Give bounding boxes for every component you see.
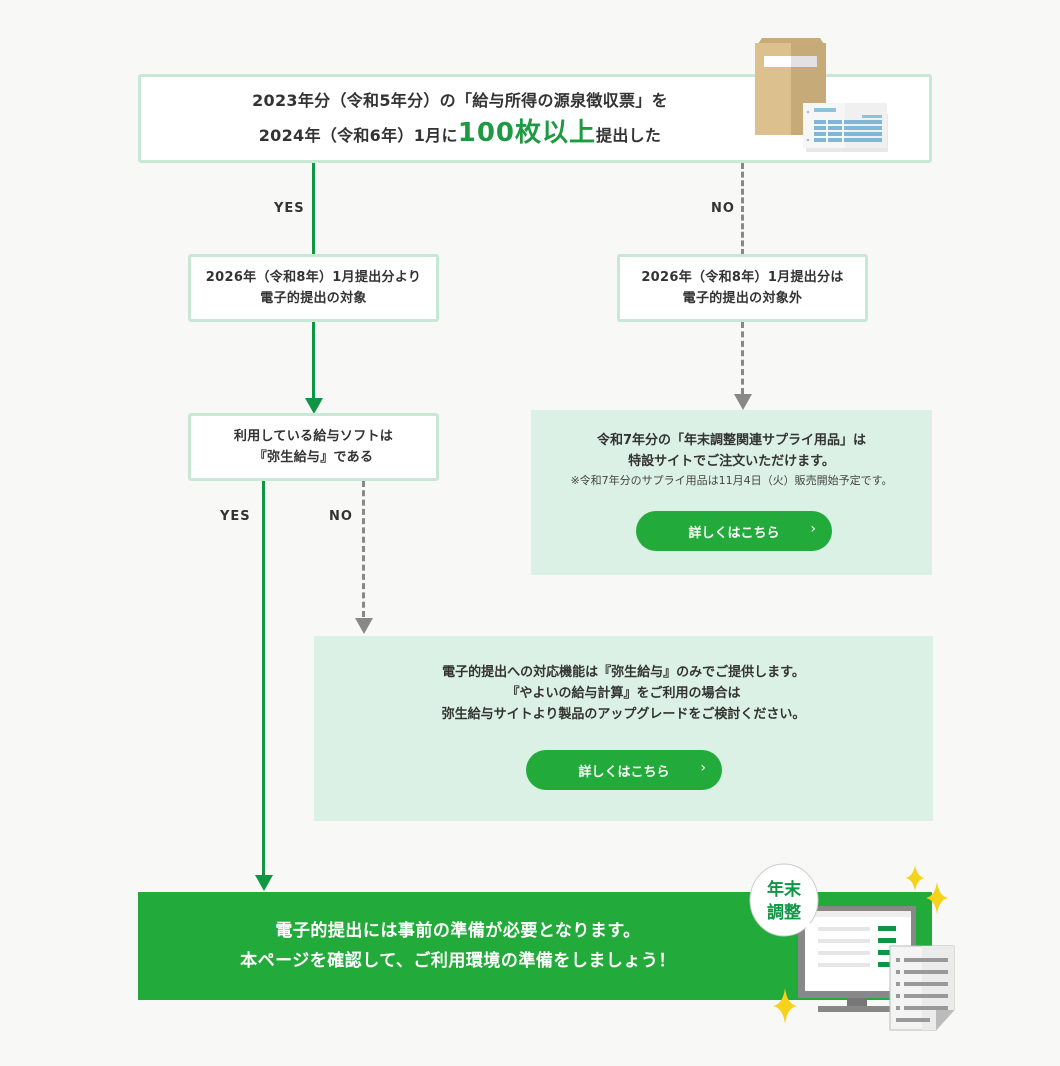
- top-question-line2-prefix: 2024年（令和6年）1月に: [258, 126, 458, 145]
- no-result-line1: 2026年（令和8年）1月提出分は: [641, 270, 844, 285]
- upgrade-details-button-label: 詳しくはこちら: [578, 764, 670, 780]
- yes-connector-1: [312, 163, 315, 255]
- top-question-line2-suffix: 提出した: [596, 126, 662, 145]
- no-result-box: 2026年（令和8年）1月提出分は 電子的提出の対象外: [617, 254, 868, 322]
- chevron-right-icon: ›: [700, 760, 706, 776]
- chevron-right-icon: ›: [810, 521, 816, 537]
- top-question-line1: 2023年分（令和5年分）の「給与所得の源泉徴収票」を: [252, 91, 668, 110]
- no-connector-1: [741, 163, 744, 255]
- supply-panel-line2: 特設サイトでご注文いただけます。: [628, 454, 835, 469]
- software-question-line1: 利用している給与ソフトは: [233, 429, 394, 444]
- yes-connector-2: [262, 481, 265, 877]
- supply-panel-line1: 令和7年分の「年末調整関連サプライ用品」は: [596, 433, 867, 448]
- supply-details-button[interactable]: 詳しくはこちら ›: [636, 511, 832, 551]
- upgrade-panel: 電子的提出への対応機能は『弥生給与』のみでご提供します。 『やよいの給与計算』を…: [314, 636, 933, 821]
- upgrade-panel-line2: 『やよいの給与計算』をご利用の場合は: [506, 686, 741, 701]
- yes-result-line1: 2026年（令和8年）1月提出分より: [205, 270, 422, 285]
- bubble-line1: 年末: [767, 879, 802, 900]
- yes-result-box: 2026年（令和8年）1月提出分より 電子的提出の対象: [188, 254, 439, 322]
- no-label-1: NO: [711, 201, 735, 216]
- final-banner-line1: 電子的提出には事前の準備が必要となります。: [275, 921, 641, 941]
- arrow-down-icon: [355, 618, 373, 634]
- upgrade-panel-line1: 電子的提出への対応機能は『弥生給与』のみでご提供します。: [442, 665, 805, 680]
- top-question-line2: 2024年（令和6年）1月に100枚以上提出した: [259, 117, 661, 152]
- arrow-down-icon: [255, 875, 273, 891]
- upgrade-details-button[interactable]: 詳しくはこちら ›: [526, 750, 722, 790]
- envelope-and-slips-icon: [755, 38, 888, 152]
- upgrade-panel-line3: 弥生給与サイトより製品のアップグレードをご検討ください。: [441, 707, 806, 722]
- software-question-line2: 『弥生給与』である: [253, 450, 374, 465]
- arrow-down-icon: [305, 398, 323, 414]
- yes-label-1: YES: [274, 201, 305, 216]
- software-question-box: 利用している給与ソフトは 『弥生給与』である: [188, 413, 439, 481]
- supply-panel-note: ※令和7年分のサプライ用品は11月4日（火）販売開始予定です。: [570, 474, 893, 487]
- computer-and-document-icon: 年末 調整: [749, 863, 955, 1031]
- connector-to-software-question: [312, 322, 315, 400]
- yes-label-2: YES: [220, 509, 251, 524]
- yes-result-line2: 電子的提出の対象: [260, 291, 367, 306]
- connector-to-supply-panel: [741, 322, 744, 394]
- arrow-down-icon: [734, 394, 752, 410]
- no-label-2: NO: [329, 509, 353, 524]
- top-question-highlight: 100枚以上: [457, 118, 597, 148]
- final-banner-line2: 本ページを確認して、ご利用環境の準備をしましょう！: [240, 951, 676, 971]
- supply-details-button-label: 詳しくはこちら: [688, 525, 780, 541]
- no-connector-2: [362, 481, 365, 617]
- bubble-line2: 調整: [767, 902, 801, 923]
- no-result-line2: 電子的提出の対象外: [682, 291, 803, 306]
